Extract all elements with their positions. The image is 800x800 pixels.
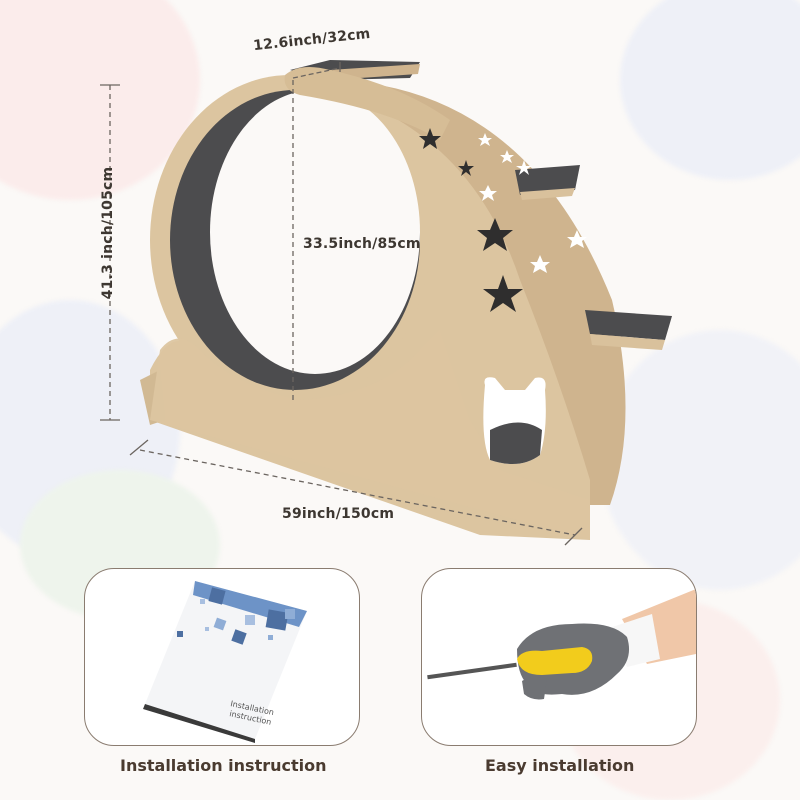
installation-instruction-card: Installation instruction [84,568,360,746]
easy-installation-card [421,568,697,746]
booklet-image: Installation instruction [143,581,307,743]
total-height-label: 41.3 inch/105cm [100,166,116,300]
wheel-diameter-label: 33.5inch/85cm [303,236,421,252]
background-blob [600,330,800,590]
glove-screwdriver-image [427,589,696,700]
total-length-label: 59inch/150cm [282,506,395,522]
easy-installation-caption: Easy installation [485,756,635,775]
installation-instruction-caption: Installation instruction [120,756,327,775]
cat-wheel-product-image [100,60,672,546]
